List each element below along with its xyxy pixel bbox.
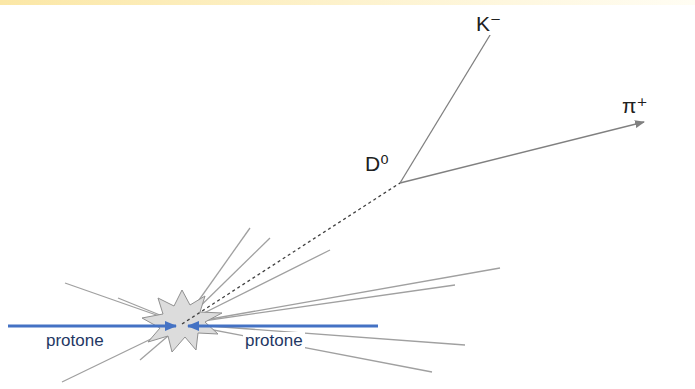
collision-burst — [142, 290, 222, 352]
proton-beam — [8, 325, 176, 328]
top-band — [0, 0, 695, 5]
pion-track — [400, 122, 644, 183]
particle-label: K⁻ — [474, 12, 503, 35]
kaon-track — [400, 17, 501, 183]
beam-label: protone — [44, 332, 106, 351]
beam-label: protone — [243, 332, 305, 351]
tracks — [62, 228, 500, 382]
proton-beam — [188, 325, 378, 328]
particle-label: D⁰ — [363, 152, 391, 175]
d0-flight — [182, 183, 400, 324]
particle-label: π⁺ — [620, 94, 650, 117]
